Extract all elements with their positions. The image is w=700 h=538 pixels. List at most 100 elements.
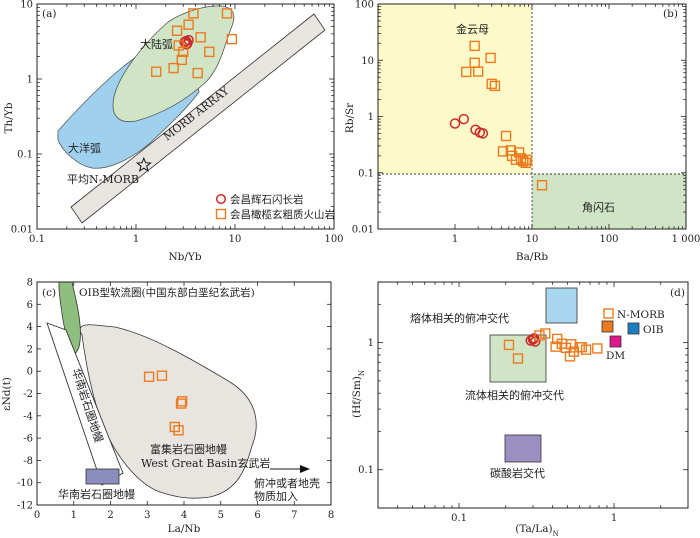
x-tick-label: 1 000	[672, 234, 700, 245]
volcanic-point	[534, 330, 545, 341]
x-tick-label: 5	[218, 510, 224, 521]
panel-c-x-label: La/Nb	[168, 523, 201, 535]
x-tick-label: 1	[611, 513, 617, 524]
continental-arc-label: 大陆弧	[140, 37, 173, 51]
volcanic-point	[195, 32, 206, 43]
x-tick-label: 1	[133, 234, 139, 245]
south-china-lithosphere-box	[85, 468, 120, 485]
amphibole-label: 角闪石	[582, 200, 615, 214]
phlogopite-label: 金云母	[456, 22, 489, 36]
carbonatite-field	[504, 434, 542, 463]
x-tick-label: 8	[328, 510, 334, 521]
volcanic-point	[520, 157, 531, 169]
nmorb-reference-box	[603, 308, 614, 319]
volcanic-point	[192, 67, 203, 79]
legend-square-marker	[215, 208, 227, 220]
volcanic-point	[489, 80, 501, 92]
volcanic-point	[503, 339, 515, 351]
volcanic-point	[169, 421, 181, 433]
volcanic-point	[592, 343, 603, 354]
phlogopite-field	[378, 4, 532, 174]
y-tick-label: 0.01	[11, 225, 33, 236]
volcanic-point	[472, 66, 484, 77]
x-tick-label: 7	[291, 510, 297, 521]
y-tick-label: -2	[23, 389, 33, 400]
melt-metasomatism-label: 熔体相关的俯冲交代	[410, 311, 509, 325]
y-tick-label: 0.01	[352, 225, 374, 236]
volcanic-point	[540, 328, 551, 339]
volcanic-point	[143, 371, 155, 382]
y-tick-label: 4	[27, 322, 33, 333]
volcanic-point	[461, 66, 472, 78]
volcanic-point	[168, 62, 179, 74]
dm-reference-label: DM	[606, 350, 625, 362]
x-tick-label: 10	[229, 234, 242, 245]
volcanic-point	[500, 130, 512, 142]
panel-a-label: (a)	[42, 8, 56, 20]
oib-reference-label: OIB	[643, 324, 664, 336]
x-tick-label: 0.1	[29, 234, 45, 245]
x-tick-label: 4	[181, 510, 187, 521]
y-tick-label: 8	[27, 278, 33, 289]
diorite-point	[179, 36, 190, 48]
panel-d-label: (d)	[670, 287, 685, 299]
volcanic-point	[171, 25, 183, 36]
nmorb-reference-filled	[601, 320, 614, 333]
panel-c-y-label: εNd(t)	[1, 377, 13, 411]
volcanic-point	[469, 40, 480, 52]
contamination-arrow-head	[300, 465, 310, 473]
x-tick-label: 2	[107, 510, 113, 521]
y-tick-label: 2	[27, 344, 33, 355]
volcanic-point	[188, 8, 199, 19]
volcanic-point	[485, 52, 496, 64]
panel-d-y-label: (Hf/Sm)N	[351, 370, 366, 418]
volcanic-point	[221, 8, 233, 19]
volcanic-point	[512, 353, 524, 364]
panel-b-y-label: Rb/Sr	[344, 102, 356, 133]
west-great-basin-label: West Great Basin玄武岩	[141, 456, 270, 470]
volcanic-point	[175, 398, 187, 409]
y-tick-label: 0.1	[358, 465, 374, 476]
volcanic-point	[518, 156, 529, 167]
arrow-label-line1: 俯冲或者地壳	[254, 476, 320, 490]
diorite-point	[458, 113, 470, 125]
oib-reference	[627, 322, 640, 335]
x-tick-label: 3	[144, 510, 150, 521]
volcanic-point	[183, 19, 194, 30]
volcanic-point	[564, 351, 576, 362]
panel-b-label: (b)	[663, 8, 678, 20]
volcanic-point	[151, 66, 162, 77]
morb-array-field	[70, 13, 326, 224]
enriched-lithosphere-label: 富集岩石圈地幔	[150, 442, 227, 456]
y-tick-label: -10	[17, 478, 33, 489]
x-tick-label: 0	[34, 510, 40, 521]
panel-a-x-label: Nb/Yb	[168, 251, 201, 263]
legend-circle-marker	[215, 193, 227, 205]
ocean-arc-label: 大洋弧	[68, 141, 101, 155]
amphibole-field	[532, 174, 686, 229]
volcanic-point	[176, 54, 187, 66]
x-tick-label: 100	[324, 234, 343, 245]
diorite-point	[449, 118, 461, 129]
arrow-label-line2: 物质加入	[254, 489, 298, 503]
volcanic-point	[173, 425, 184, 436]
south-china-box-label: 华南岩石圈地幔	[58, 487, 135, 501]
x-tick-label: 100	[599, 234, 618, 245]
y-tick-label: -8	[23, 456, 33, 467]
panel-a-frame	[36, 3, 335, 230]
volcanic-point	[486, 78, 497, 90]
melt-metasomatism-field	[545, 287, 578, 324]
volcanic-point	[226, 33, 238, 45]
x-tick-label: 1	[452, 234, 458, 245]
panel-b-x-label: Ba/Rb	[516, 251, 548, 263]
x-tick-label: 1	[71, 510, 77, 521]
oib-asthenosphere-label: OIB型软流圈(中国东部白垩纪玄武岩)	[79, 286, 255, 299]
y-tick-label: 1	[368, 112, 374, 123]
y-tick-label: 6	[27, 300, 33, 311]
y-tick-label: -4	[23, 411, 33, 422]
